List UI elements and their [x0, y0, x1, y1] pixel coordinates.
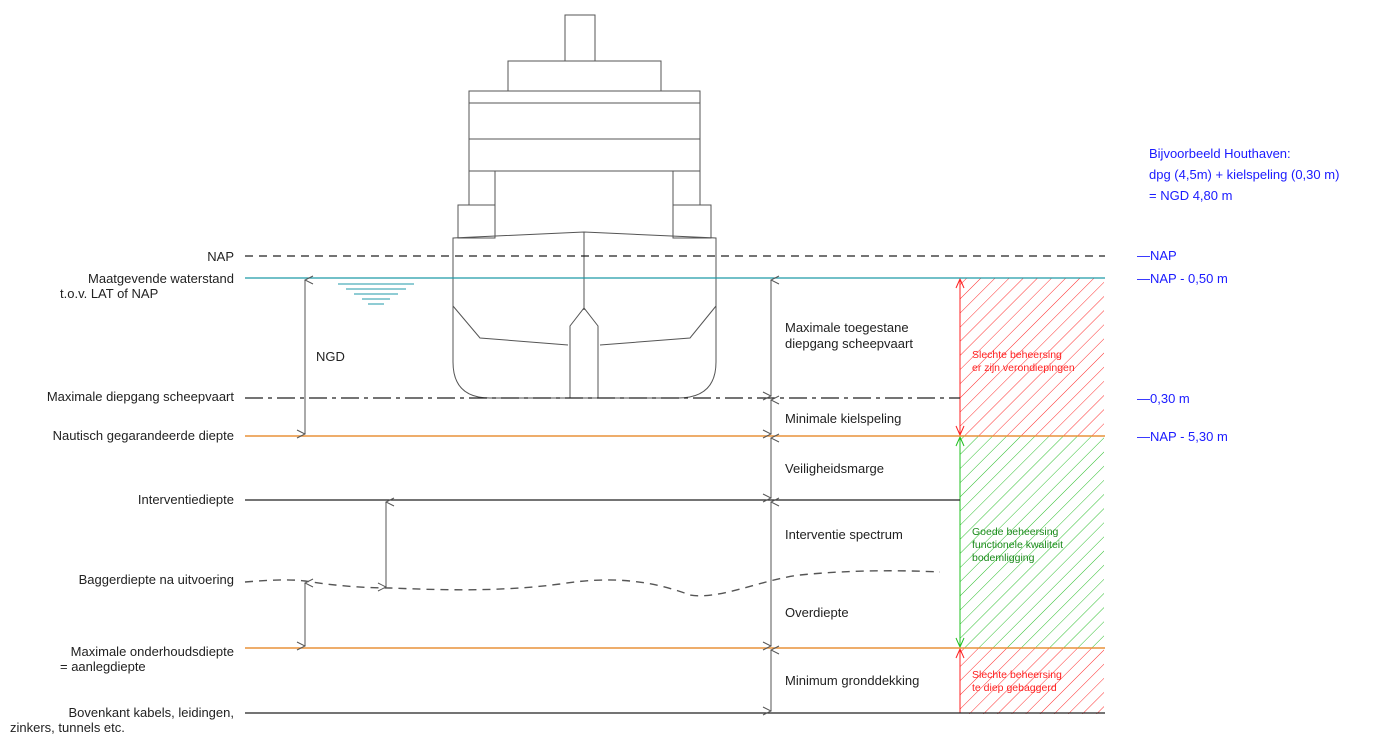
label-bovenkant-2: zinkers, tunnels etc.: [10, 720, 125, 735]
label-baggerdiepte: Baggerdiepte na uitvoering: [79, 572, 234, 587]
right-label-nap-050: —NAP - 0,50 m: [1137, 271, 1228, 286]
label-overdiepte: Overdiepte: [785, 605, 849, 620]
example-line-1: Bijvoorbeeld Houthaven:: [1149, 146, 1291, 161]
label-toegestane-1: Maximale toegestane: [785, 320, 909, 335]
right-label-nap: —NAP: [1137, 248, 1177, 263]
zone-bad-shallow: [960, 278, 1104, 436]
label-waterstand-1: Maatgevende waterstand: [88, 271, 234, 286]
label-kielspeling: Minimale kielspeling: [785, 411, 901, 426]
label-nap: NAP: [207, 249, 234, 264]
label-spectrum: Interventie spectrum: [785, 527, 903, 542]
baggerdiepte-line: [244, 570, 941, 597]
label-bovenkant-1: Bovenkant kabels, leidingen,: [68, 705, 234, 720]
zone-bot-text-2: te diep gebaggerd: [972, 682, 1057, 694]
label-gronddekking: Minimum gronddekking: [785, 673, 919, 688]
label-toegestane-2: diepgang scheepvaart: [785, 336, 913, 351]
zone-top-text-1: Slechte beheersing: [972, 349, 1062, 361]
zone-bad-deep: [960, 648, 1104, 714]
zone-bot-text-1: Slechte beheersing: [972, 669, 1062, 681]
zone-arrow-green-head2: [955, 637, 965, 649]
label-interventie: Interventiediepte: [138, 492, 234, 507]
water-level-icon: [338, 283, 414, 305]
zone-mid-text-3: bodemligging: [972, 552, 1035, 564]
zone-arrow-red-top-head1: [955, 277, 965, 289]
ship-icon: [452, 14, 717, 399]
label-nautisch: Nautisch gegarandeerde diepte: [53, 428, 234, 443]
label-waterstand-2: t.o.v. LAT of NAP: [60, 286, 158, 301]
right-label-nap-530: —NAP - 5,30 m: [1137, 429, 1228, 444]
zone-mid-text-1: Goede beheersing: [972, 526, 1059, 538]
example-line-2: dpg (4,5m) + kielspeling (0,30 m): [1149, 167, 1339, 182]
zone-mid-text-2: functionele kwaliteit: [972, 539, 1063, 551]
zone-arrow-green-head1: [955, 435, 965, 447]
right-label-030: —0,30 m: [1137, 391, 1190, 406]
label-veiligheid: Veiligheidsmarge: [785, 461, 884, 476]
example-line-3: = NGD 4,80 m: [1149, 188, 1232, 203]
label-onderhoud-1: Maximale onderhoudsdiepte: [71, 644, 234, 659]
label-ngd: NGD: [316, 349, 345, 364]
zone-arrow-red-top-head2: [955, 425, 965, 437]
zone-good: [960, 436, 1104, 648]
label-max-diepgang: Maximale diepgang scheepvaart: [47, 389, 235, 404]
label-onderhoud-2: = aanlegdiepte: [60, 659, 146, 674]
zone-arrow-red-bottom-head: [955, 647, 965, 659]
zone-top-text-2: er zijn verondiepingen: [972, 362, 1075, 374]
